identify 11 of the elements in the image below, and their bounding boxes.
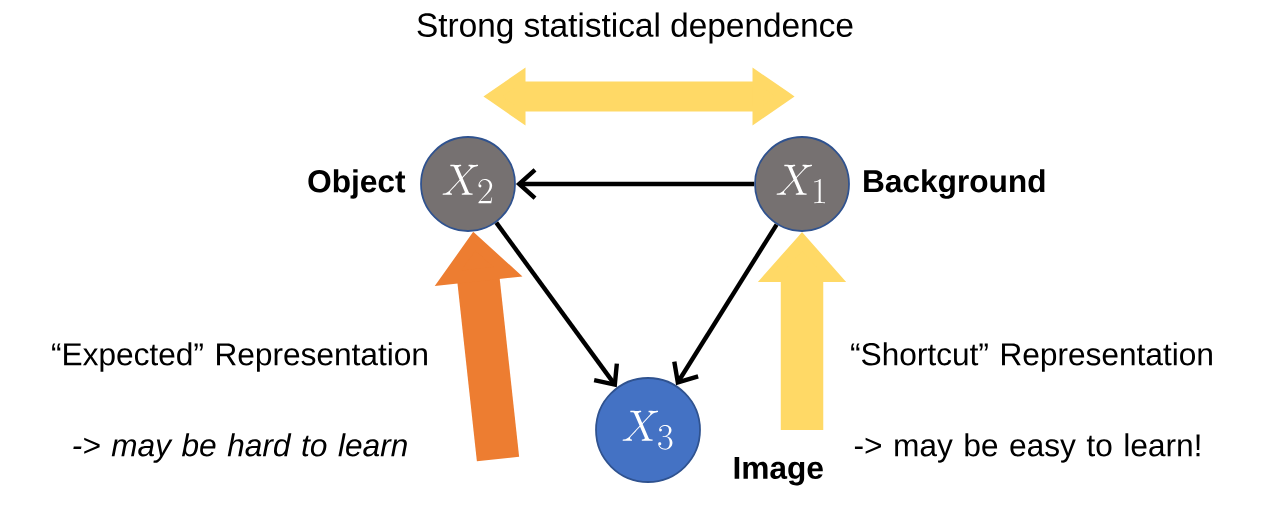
node-label: Object [308,169,406,199]
annotation-text: “Shortcut” Representation [851,342,1212,372]
node-label: Image [734,457,823,486]
annotation-text: -> may be hard to learn [73,433,407,463]
arrow [672,223,779,386]
arrow [515,168,755,200]
annotation-text: “Expected” Representation [52,342,427,372]
edge-label: Strong statistical dependence [417,12,853,44]
node-label: Background [864,169,1045,199]
annotation-text: -> may be easy to learn! [854,433,1200,463]
arrow [494,221,620,388]
